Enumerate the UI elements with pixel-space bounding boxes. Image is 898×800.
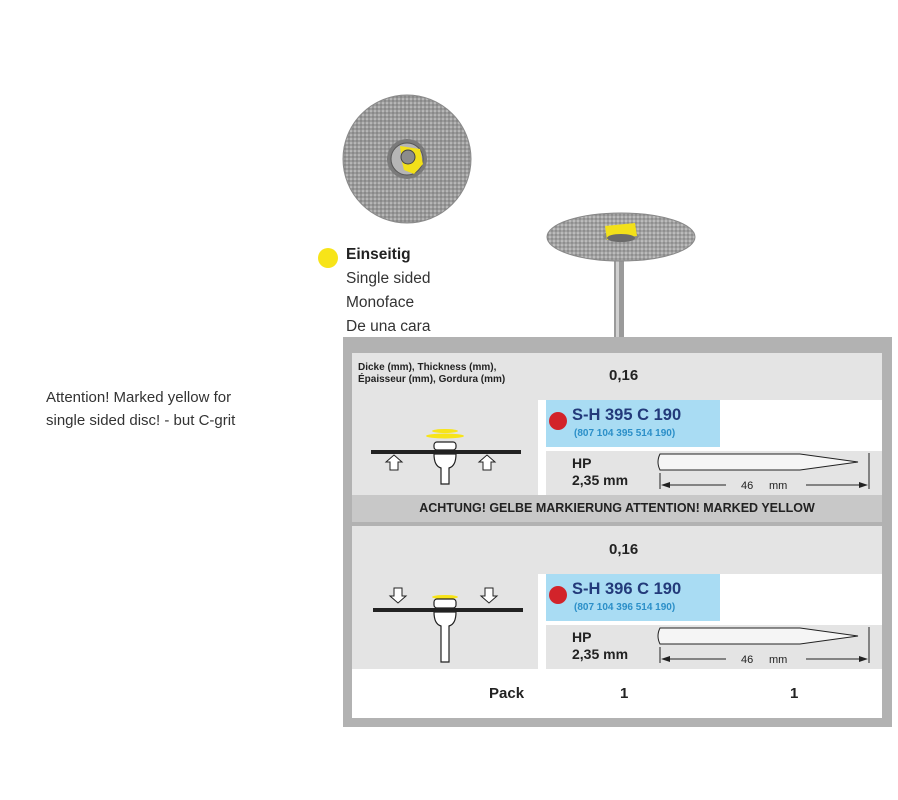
thickness-value: 0,16 <box>609 541 639 558</box>
product-code-box: S-H 396 C 190 (807 104 396 514 190) <box>546 574 720 621</box>
length-value: 46 <box>741 480 753 492</box>
thickness-row: 0,16 <box>352 526 882 574</box>
spec-panel: Dicke (mm), Thickness (mm), Épaisseur (m… <box>343 337 892 727</box>
disc-orientation-diagram <box>352 400 538 495</box>
shank-length-diagram: 46 mm <box>657 453 870 492</box>
legend-label-en: Single sided <box>346 270 431 287</box>
disc-orientation-diagram <box>352 574 538 669</box>
yellow-marker-icon <box>318 248 338 268</box>
legend-label-es: De una cara <box>346 318 431 335</box>
shank-type: HP <box>572 455 592 471</box>
product-code-box: S-H 395 C 190 (807 104 395 514 190) <box>546 400 720 447</box>
thickness-label: Dicke (mm), Thickness (mm), Épaisseur (m… <box>358 362 506 385</box>
product-reference: (807 104 395 514 190) <box>574 428 676 439</box>
attention-note-line-1: Attention! Marked yellow for <box>46 389 232 406</box>
product-code: S-H 395 C 190 <box>572 406 682 424</box>
attention-note-line-2: single sided disc! - but C-grit <box>46 412 236 429</box>
shank-diameter: 2,35 mm <box>572 646 629 662</box>
disc-side-image <box>546 212 696 348</box>
thickness-value: 0,16 <box>609 367 639 384</box>
shank-type: HP <box>572 629 592 645</box>
warning-text: ACHTUNG! GELBE MARKIERUNG ATTENTION! MAR… <box>419 501 815 515</box>
shank-length-diagram: 46 mm <box>657 627 870 666</box>
product-code: S-H 396 C 190 <box>572 580 682 598</box>
product-row: S-H 395 C 190 (807 104 395 514 190) HP 2… <box>352 400 882 495</box>
disc-down-diagram-icon <box>373 587 523 663</box>
legend-label-fr: Monoface <box>346 294 415 311</box>
product-reference: (807 104 396 514 190) <box>574 602 676 613</box>
legend-label-de: Einseitig <box>346 246 411 263</box>
pack-label: Pack <box>489 685 525 702</box>
shank-info: HP 2,35 mm 46 mm <box>546 625 882 669</box>
product-row: S-H 396 C 190 (807 104 396 514 190) HP 2… <box>352 574 882 670</box>
pack-quantity: 1 <box>620 685 629 702</box>
shank-info: HP 2,35 mm 46 mm <box>546 451 882 495</box>
red-status-dot-icon <box>549 412 567 430</box>
red-status-dot-icon <box>549 586 567 604</box>
pack-row: Pack 1 1 <box>352 670 882 718</box>
pack-quantity: 1 <box>790 685 799 702</box>
length-unit: mm <box>769 480 787 492</box>
thickness-row: Dicke (mm), Thickness (mm), Épaisseur (m… <box>352 353 882 400</box>
warning-row: ACHTUNG! GELBE MARKIERUNG ATTENTION! MAR… <box>352 495 882 522</box>
length-unit: mm <box>769 654 787 666</box>
shank-diameter: 2,35 mm <box>572 472 629 488</box>
attention-note: Attention! Marked yellow for single side… <box>46 386 306 432</box>
length-value: 46 <box>741 654 753 666</box>
disc-up-diagram-icon <box>371 429 521 485</box>
disc-front-image <box>342 94 472 224</box>
